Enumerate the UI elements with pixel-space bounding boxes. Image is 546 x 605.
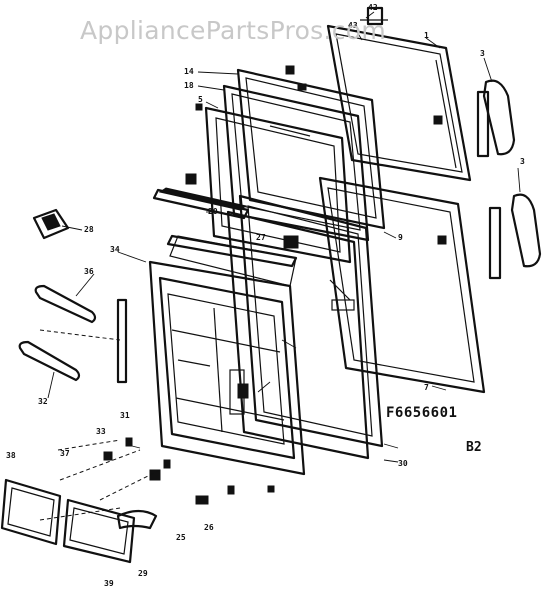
callout-28: 28 (84, 225, 94, 234)
callout-27: 27 (256, 233, 266, 242)
fresh-food-door-liner (226, 194, 384, 460)
callout-31: 31 (120, 411, 130, 420)
callout-20: 20 (208, 207, 218, 216)
callout-25: 25 (176, 533, 186, 542)
ice-tray (32, 208, 70, 240)
callout-1: 1 (424, 31, 429, 40)
callout-36: 36 (84, 267, 94, 276)
model-number: F6656601 (386, 405, 458, 421)
callout-29: 29 (138, 569, 148, 578)
shelf-support-strip (116, 298, 128, 384)
page-code: B2 (466, 440, 482, 455)
callout-9: 9 (398, 233, 403, 242)
fresh-food-door-handle (488, 193, 542, 280)
callout-18: 18 (184, 81, 194, 90)
fresh-food-outer-door (318, 176, 486, 394)
leader-lines (47, 11, 521, 463)
callout-34: 34 (110, 245, 120, 254)
callout-43: 43 (348, 21, 358, 30)
small-hardware (103, 65, 447, 530)
callout-38: 38 (6, 451, 16, 460)
fresh-food-inner-panel (148, 235, 306, 476)
callout-labels: 42 43 1 3 3 14 18 5 20 28 9 27 34 36 32 … (6, 3, 525, 588)
dairy-shelf (34, 284, 97, 324)
callout-42: 42 (368, 3, 378, 12)
callout-3b: 3 (520, 157, 525, 166)
kickplate-left (0, 478, 62, 546)
callout-7: 7 (424, 383, 429, 392)
freezer-shelf-rail (152, 173, 250, 220)
freezer-door-handle (476, 79, 516, 158)
door-shelf (18, 340, 81, 382)
callout-33: 33 (96, 427, 106, 436)
freezer-door-liner (204, 68, 386, 264)
door-shelf-bar (166, 234, 298, 268)
callout-30: 30 (398, 459, 408, 468)
callout-32: 32 (38, 397, 48, 406)
assembly-dashed-lines (39, 329, 161, 521)
callout-5: 5 (198, 95, 203, 104)
callout-37: 37 (60, 449, 70, 458)
watermark: AppliancePartsPros.com (80, 16, 387, 45)
callout-3a: 3 (480, 49, 485, 58)
callout-26: 26 (204, 523, 214, 532)
kickplate-right (62, 498, 136, 564)
callout-14: 14 (184, 67, 194, 76)
callout-39: 39 (104, 579, 114, 588)
